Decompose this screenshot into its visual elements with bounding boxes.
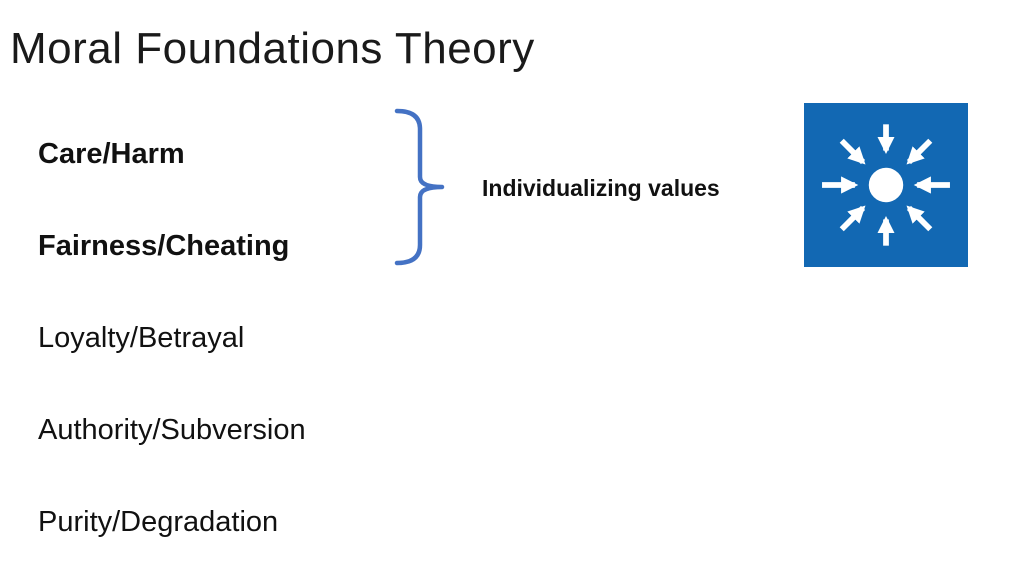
foundation-item-authority-subversion: Authority/Subversion [38,414,306,446]
foundation-item-loyalty-betrayal: Loyalty/Betrayal [38,322,245,354]
slide-title: Moral Foundations Theory [10,24,535,73]
foundation-item-fairness-cheating: Fairness/Cheating [38,230,290,262]
foundation-item-care-harm: Care/Harm [38,138,185,170]
converging-arrows-icon [804,103,968,267]
group-label-individualizing-values: Individualizing values [482,175,720,201]
curly-brace-icon [394,108,445,266]
foundation-item-purity-degradation: Purity/Degradation [38,506,279,538]
